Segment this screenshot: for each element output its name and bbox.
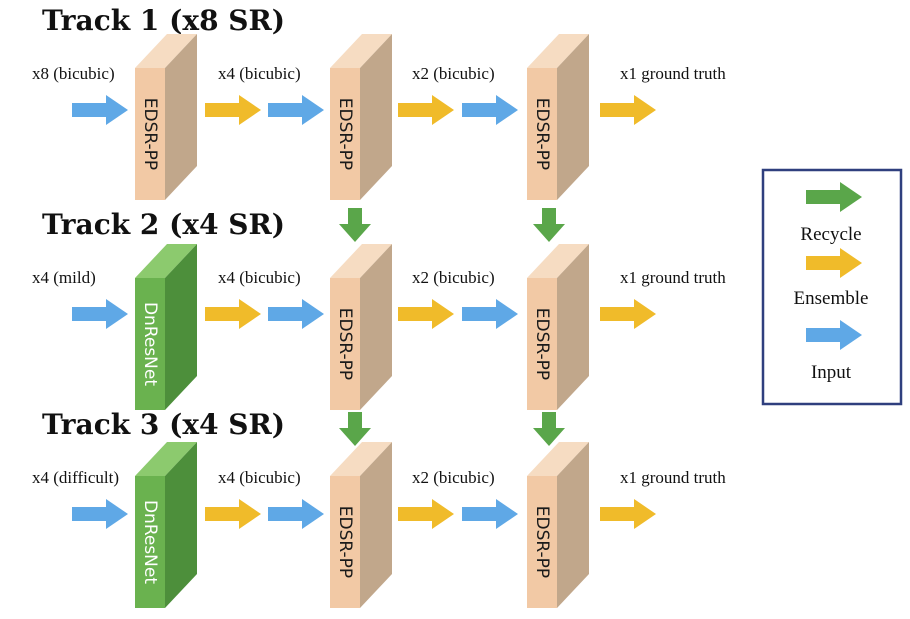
track-2-output-label: x1 ground truth — [620, 268, 726, 287]
track-2-first-block: DnResNet — [135, 244, 197, 410]
legend-recycle-label: Recycle — [800, 224, 861, 245]
track-3-edsr-block: EDSR-PP — [330, 442, 392, 608]
input-arrow-icon — [72, 299, 128, 329]
ensemble-arrow-icon — [398, 499, 454, 529]
input-arrow-icon — [72, 499, 128, 529]
block-label: EDSR-PP — [532, 308, 552, 380]
block-label: DnResNet — [140, 302, 160, 386]
input-arrow-icon — [462, 499, 518, 529]
track-3-output-label: x1 ground truth — [620, 468, 726, 487]
legend-ensemble-label: Ensemble — [794, 288, 869, 309]
block-label: EDSR-PP — [532, 506, 552, 578]
block-label: EDSR-PP — [140, 98, 160, 170]
legend-recycle-arrow-icon — [806, 182, 862, 212]
block-label: EDSR-PP — [335, 98, 355, 170]
track-1-title: Track 1 (x8 SR) — [42, 4, 285, 37]
track-1-stage-label: x4 (bicubic) — [218, 64, 301, 83]
recycle-arrow-icon — [339, 208, 371, 242]
ensemble-arrow-icon — [205, 499, 261, 529]
legend-input-arrow-icon — [806, 320, 862, 350]
track-2-stage-label: x2 (bicubic) — [412, 268, 495, 287]
ensemble-arrow-icon — [205, 95, 261, 125]
track-2-stage-label: x4 (bicubic) — [218, 268, 301, 287]
track-1-input-label: x8 (bicubic) — [32, 64, 115, 83]
track-1-output-label: x1 ground truth — [620, 64, 726, 83]
legend-input-label: Input — [811, 362, 852, 383]
recycle-arrow-icon — [339, 412, 371, 446]
track-1-edsr-block: EDSR-PP — [527, 34, 589, 200]
block-label: EDSR-PP — [335, 308, 355, 380]
input-arrow-icon — [72, 95, 128, 125]
ensemble-arrow-icon — [398, 95, 454, 125]
track-2-edsr-block: EDSR-PP — [330, 244, 392, 410]
input-arrow-icon — [268, 95, 324, 125]
ensemble-arrow-icon — [600, 499, 656, 529]
ensemble-arrow-icon — [205, 299, 261, 329]
track-3-stage-label: x4 (bicubic) — [218, 468, 301, 487]
track-3-title: Track 3 (x4 SR) — [42, 408, 285, 441]
track-1-stage-label: x2 (bicubic) — [412, 64, 495, 83]
track-1-edsr-block: EDSR-PP — [330, 34, 392, 200]
ensemble-arrow-icon — [600, 95, 656, 125]
legend — [761, 168, 903, 406]
track-3-stage-label: x2 (bicubic) — [412, 468, 495, 487]
track-3-first-block: DnResNet — [135, 442, 197, 608]
track-2-title: Track 2 (x4 SR) — [42, 208, 285, 241]
recycle-arrow-icon — [533, 208, 565, 242]
legend-ensemble-arrow-icon — [806, 248, 862, 278]
track-1-first-block: EDSR-PP — [135, 34, 197, 200]
track-3-edsr-block: EDSR-PP — [527, 442, 589, 608]
ensemble-arrow-icon — [398, 299, 454, 329]
recycle-arrow-icon — [533, 412, 565, 446]
input-arrow-icon — [462, 299, 518, 329]
block-label: DnResNet — [140, 500, 160, 584]
ensemble-arrow-icon — [600, 299, 656, 329]
track-3-input-label: x4 (difficult) — [32, 468, 119, 487]
block-label: EDSR-PP — [532, 98, 552, 170]
input-arrow-icon — [268, 499, 324, 529]
track-2-input-label: x4 (mild) — [32, 268, 96, 287]
input-arrow-icon — [462, 95, 518, 125]
input-arrow-icon — [268, 299, 324, 329]
track-2-edsr-block: EDSR-PP — [527, 244, 589, 410]
block-label: EDSR-PP — [335, 506, 355, 578]
